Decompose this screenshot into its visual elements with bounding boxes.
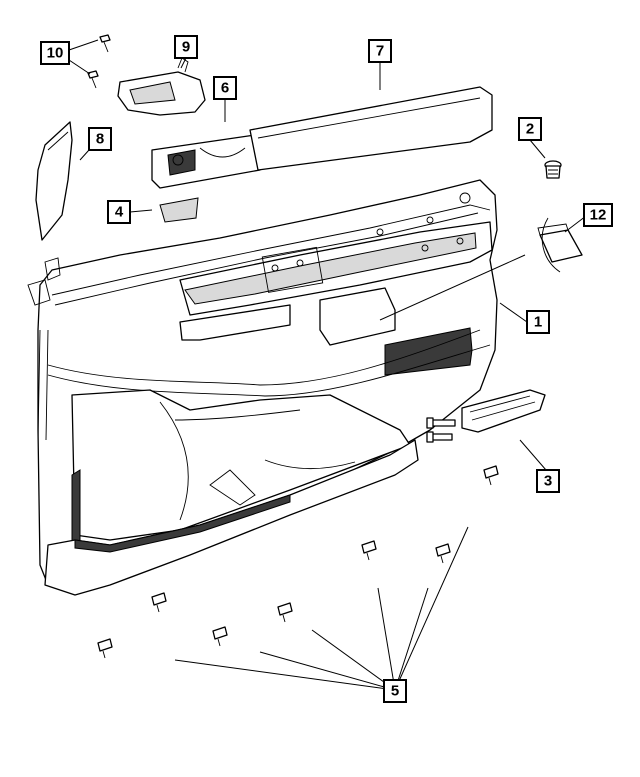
callout-8: 8 bbox=[88, 127, 112, 151]
leader-lines bbox=[68, 39, 587, 691]
callout-1: 1 bbox=[526, 310, 550, 334]
callout-8-label: 8 bbox=[96, 131, 104, 148]
callout-12: 12 bbox=[583, 203, 613, 227]
callout-9: 9 bbox=[174, 35, 198, 59]
callout-2: 2 bbox=[518, 117, 542, 141]
callout-6-label: 6 bbox=[221, 80, 229, 97]
callout-12-label: 12 bbox=[590, 207, 607, 224]
callout-5: 5 bbox=[383, 679, 407, 703]
callout-10-label: 10 bbox=[47, 45, 64, 62]
corner-trim bbox=[35, 121, 73, 241]
upper-armrest bbox=[249, 86, 493, 171]
callout-7: 7 bbox=[368, 39, 392, 63]
callout-4-label: 4 bbox=[115, 204, 124, 221]
callout-9-label: 9 bbox=[182, 39, 190, 56]
callout-4: 4 bbox=[107, 200, 131, 224]
callout-3: 3 bbox=[536, 469, 560, 493]
pull-cup-bezel bbox=[151, 134, 261, 189]
retainer-clip bbox=[537, 217, 583, 273]
inside-door-handle bbox=[117, 57, 206, 116]
callout-10: 10 bbox=[40, 41, 70, 65]
callout-1-label: 1 bbox=[534, 314, 542, 331]
push-clips bbox=[97, 465, 499, 659]
callout-7-label: 7 bbox=[376, 43, 384, 60]
armrest-pad bbox=[461, 389, 546, 433]
switch-cover bbox=[159, 197, 199, 223]
callout-6: 6 bbox=[213, 76, 237, 100]
callout-5-label: 5 bbox=[391, 683, 399, 700]
door-trim-panel bbox=[27, 179, 498, 596]
callout-3-label: 3 bbox=[544, 473, 552, 490]
screws bbox=[87, 34, 111, 89]
push-pin-fastener bbox=[544, 160, 562, 179]
callout-2-label: 2 bbox=[526, 121, 534, 138]
screws-bolts bbox=[426, 417, 456, 443]
